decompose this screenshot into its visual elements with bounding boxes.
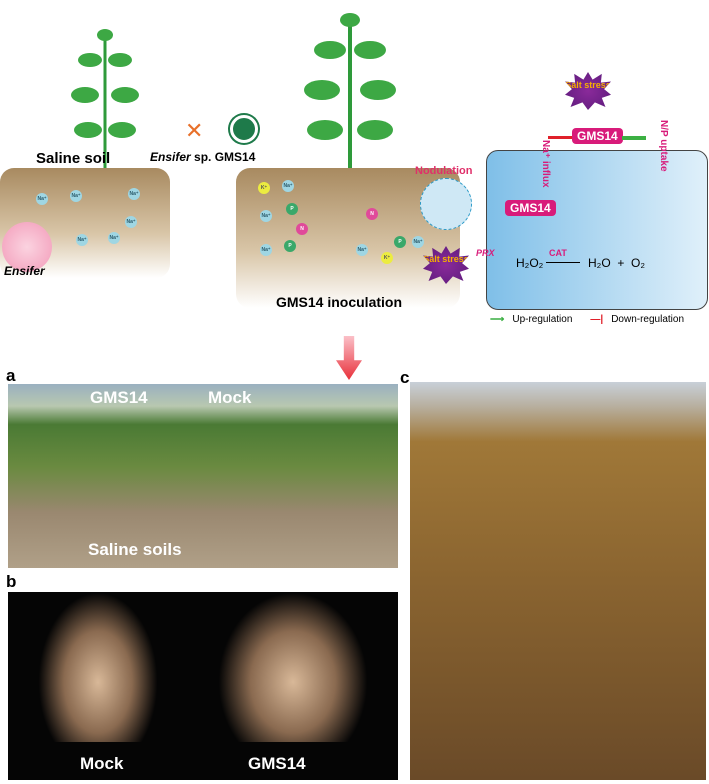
n-ion: N (366, 208, 378, 220)
panel-c-letter: c (400, 368, 410, 387)
root-cell (486, 150, 708, 310)
saline-soil-label: Saline soil (36, 150, 111, 167)
strain-genus: Ensifer (150, 150, 191, 164)
gms14-node-cell: GMS14 (505, 200, 556, 216)
p-ion: P (284, 240, 296, 252)
na-ion: Na⁺ (128, 188, 140, 200)
salt-stress-icon: Salt stress (565, 72, 611, 110)
inhibit-arrow (548, 136, 572, 139)
panel-a-letter: a (6, 366, 16, 385)
saline-soils-label: Saline soils (88, 540, 182, 559)
na-influx-label: Na⁺ influx (540, 140, 551, 188)
soybean-plant-icon (300, 5, 400, 170)
soybean-plant-icon (70, 20, 140, 170)
na-ion: Na⁺ (125, 216, 137, 228)
strain-id: sp. GMS14 (190, 150, 256, 164)
na-ion: Na⁺ (36, 193, 48, 205)
dna-icon: ✕ (185, 118, 204, 143)
legend-down: Down-regulation (611, 314, 685, 325)
p-ion: P (394, 236, 406, 248)
na-ion: Na⁺ (108, 232, 120, 244)
mature-soybean-photo (410, 382, 706, 780)
legend: ⟶ Up-regulation —| Down-regulation (490, 314, 684, 325)
ensifer-bacteria-circle (2, 222, 52, 272)
gms14-node-top: GMS14 (572, 128, 623, 144)
na-ion: Na⁺ (70, 190, 82, 202)
gms14-roots (218, 592, 368, 742)
h2o2-label: H₂O₂ (516, 256, 544, 270)
np-uptake-label: N/P uptake (658, 120, 669, 172)
p-ion: P (286, 203, 298, 215)
inoculation-label: GMS14 inoculation (276, 294, 403, 310)
salt-stress-label: Salt stress (423, 254, 469, 264)
n-ion: N (296, 223, 308, 235)
nodulation-circle (420, 178, 472, 230)
roots-photo: Mock GMS14 (8, 592, 398, 780)
field-photo: GMS14 Mock Saline soils (8, 384, 398, 568)
ensifer-label: Ensifer (4, 264, 45, 278)
k-ion: K⁺ (258, 182, 270, 194)
mock-label: Mock (208, 388, 252, 407)
mock-label: Mock (80, 754, 124, 773)
na-ion: Na⁺ (260, 244, 272, 256)
cat-arrow (546, 262, 580, 263)
salt-stress-label: Salt stress (565, 80, 611, 90)
bacterium-icon (230, 115, 258, 143)
na-ion: Na⁺ (76, 234, 88, 246)
down-arrow-icon: —| (590, 314, 604, 325)
up-arrow-icon: ⟶ (490, 314, 505, 325)
strain-label: Ensifer sp. GMS14 (150, 150, 255, 164)
mock-roots (38, 592, 158, 742)
gms14-label: GMS14 (248, 754, 306, 773)
na-ion: Na⁺ (356, 244, 368, 256)
panel-b-letter: b (6, 572, 17, 591)
gms14-label: GMS14 (90, 388, 148, 407)
down-arrow-icon (336, 336, 362, 380)
legend-up: Up-regulation (512, 314, 573, 325)
na-ion: Na⁺ (282, 180, 294, 192)
na-ion: Na⁺ (260, 210, 272, 222)
prx-label: PRX (476, 248, 495, 258)
na-ion: Na⁺ (412, 236, 424, 248)
k-ion: K⁺ (381, 252, 393, 264)
activate-arrow (622, 136, 646, 140)
nodulation-label: Nodulation (415, 165, 473, 177)
cat-label: CAT (549, 248, 567, 258)
products-label: H₂O + O₂ (588, 256, 645, 270)
